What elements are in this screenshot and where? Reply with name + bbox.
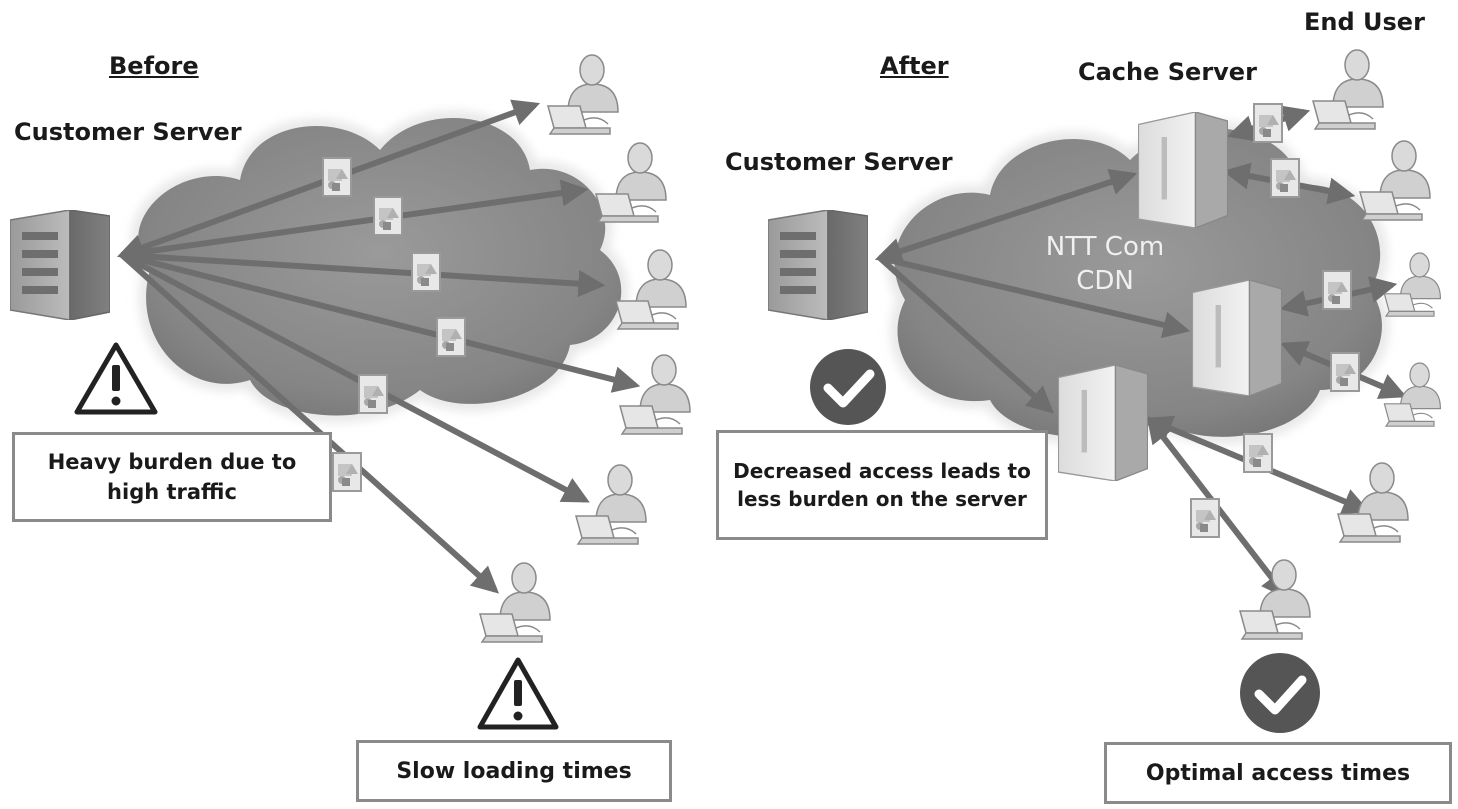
before-arrows [116, 99, 641, 594]
before-customer-server-label: Customer Server [14, 118, 242, 146]
after-customer-server-label: Customer Server [725, 148, 953, 176]
arrow [121, 252, 641, 393]
arrow [874, 168, 1138, 265]
end-user-icon [595, 142, 667, 223]
document-icon [1322, 270, 1352, 310]
document-icon [332, 452, 362, 492]
document-icon [436, 317, 466, 357]
before-heading: Before [109, 52, 199, 80]
end-user-icon [479, 562, 551, 643]
arrow [879, 255, 1191, 339]
cache-server-icon [1138, 112, 1228, 228]
end-user-icon [575, 464, 647, 545]
warning-icon [477, 657, 559, 730]
document-icon [1243, 433, 1273, 473]
end-user-icon [1312, 49, 1384, 130]
end-user-icon [615, 249, 687, 330]
arrow [119, 252, 500, 594]
end-user-icon [1359, 140, 1431, 221]
end-user-icon [547, 54, 619, 135]
cdn-label: NTT Com CDN [1025, 230, 1185, 298]
check-icon [1240, 653, 1320, 733]
optimal-access-note: Optimal access times [1104, 742, 1452, 804]
check-icon [810, 349, 886, 425]
cdn-label-line1: NTT Com [1045, 232, 1165, 262]
decreased-access-note: Decreased access leads to less burden on… [716, 430, 1048, 540]
cache-server-icon [1058, 365, 1148, 481]
arrow [120, 252, 590, 503]
end-user-label: End User [1304, 8, 1425, 36]
cache-server-label: Cache Server [1078, 58, 1257, 86]
server-icon [768, 210, 868, 320]
arrow [121, 179, 589, 258]
document-icon [411, 252, 441, 292]
warning-icon [74, 342, 158, 415]
end-user-icon [619, 354, 691, 435]
burden-note: Heavy burden due to high traffic [12, 432, 332, 522]
document-icon [1330, 352, 1360, 392]
cache-server-icon [1192, 280, 1282, 396]
document-icon [1190, 498, 1220, 538]
slow-loading-note: Slow loading times [356, 740, 672, 802]
server-icon [10, 210, 110, 320]
document-icon [1270, 158, 1300, 198]
end-user-icon [1239, 559, 1311, 640]
arrow [878, 255, 1055, 414]
end-user-icon [1383, 362, 1442, 427]
document-icon [322, 157, 352, 197]
document-icon [1253, 103, 1283, 143]
document-icon [358, 374, 388, 414]
cdn-label-line2: CDN [1076, 266, 1134, 296]
end-user-icon [1383, 252, 1442, 317]
arrow [121, 252, 606, 298]
after-heading: After [880, 52, 949, 80]
document-icon [373, 196, 403, 236]
